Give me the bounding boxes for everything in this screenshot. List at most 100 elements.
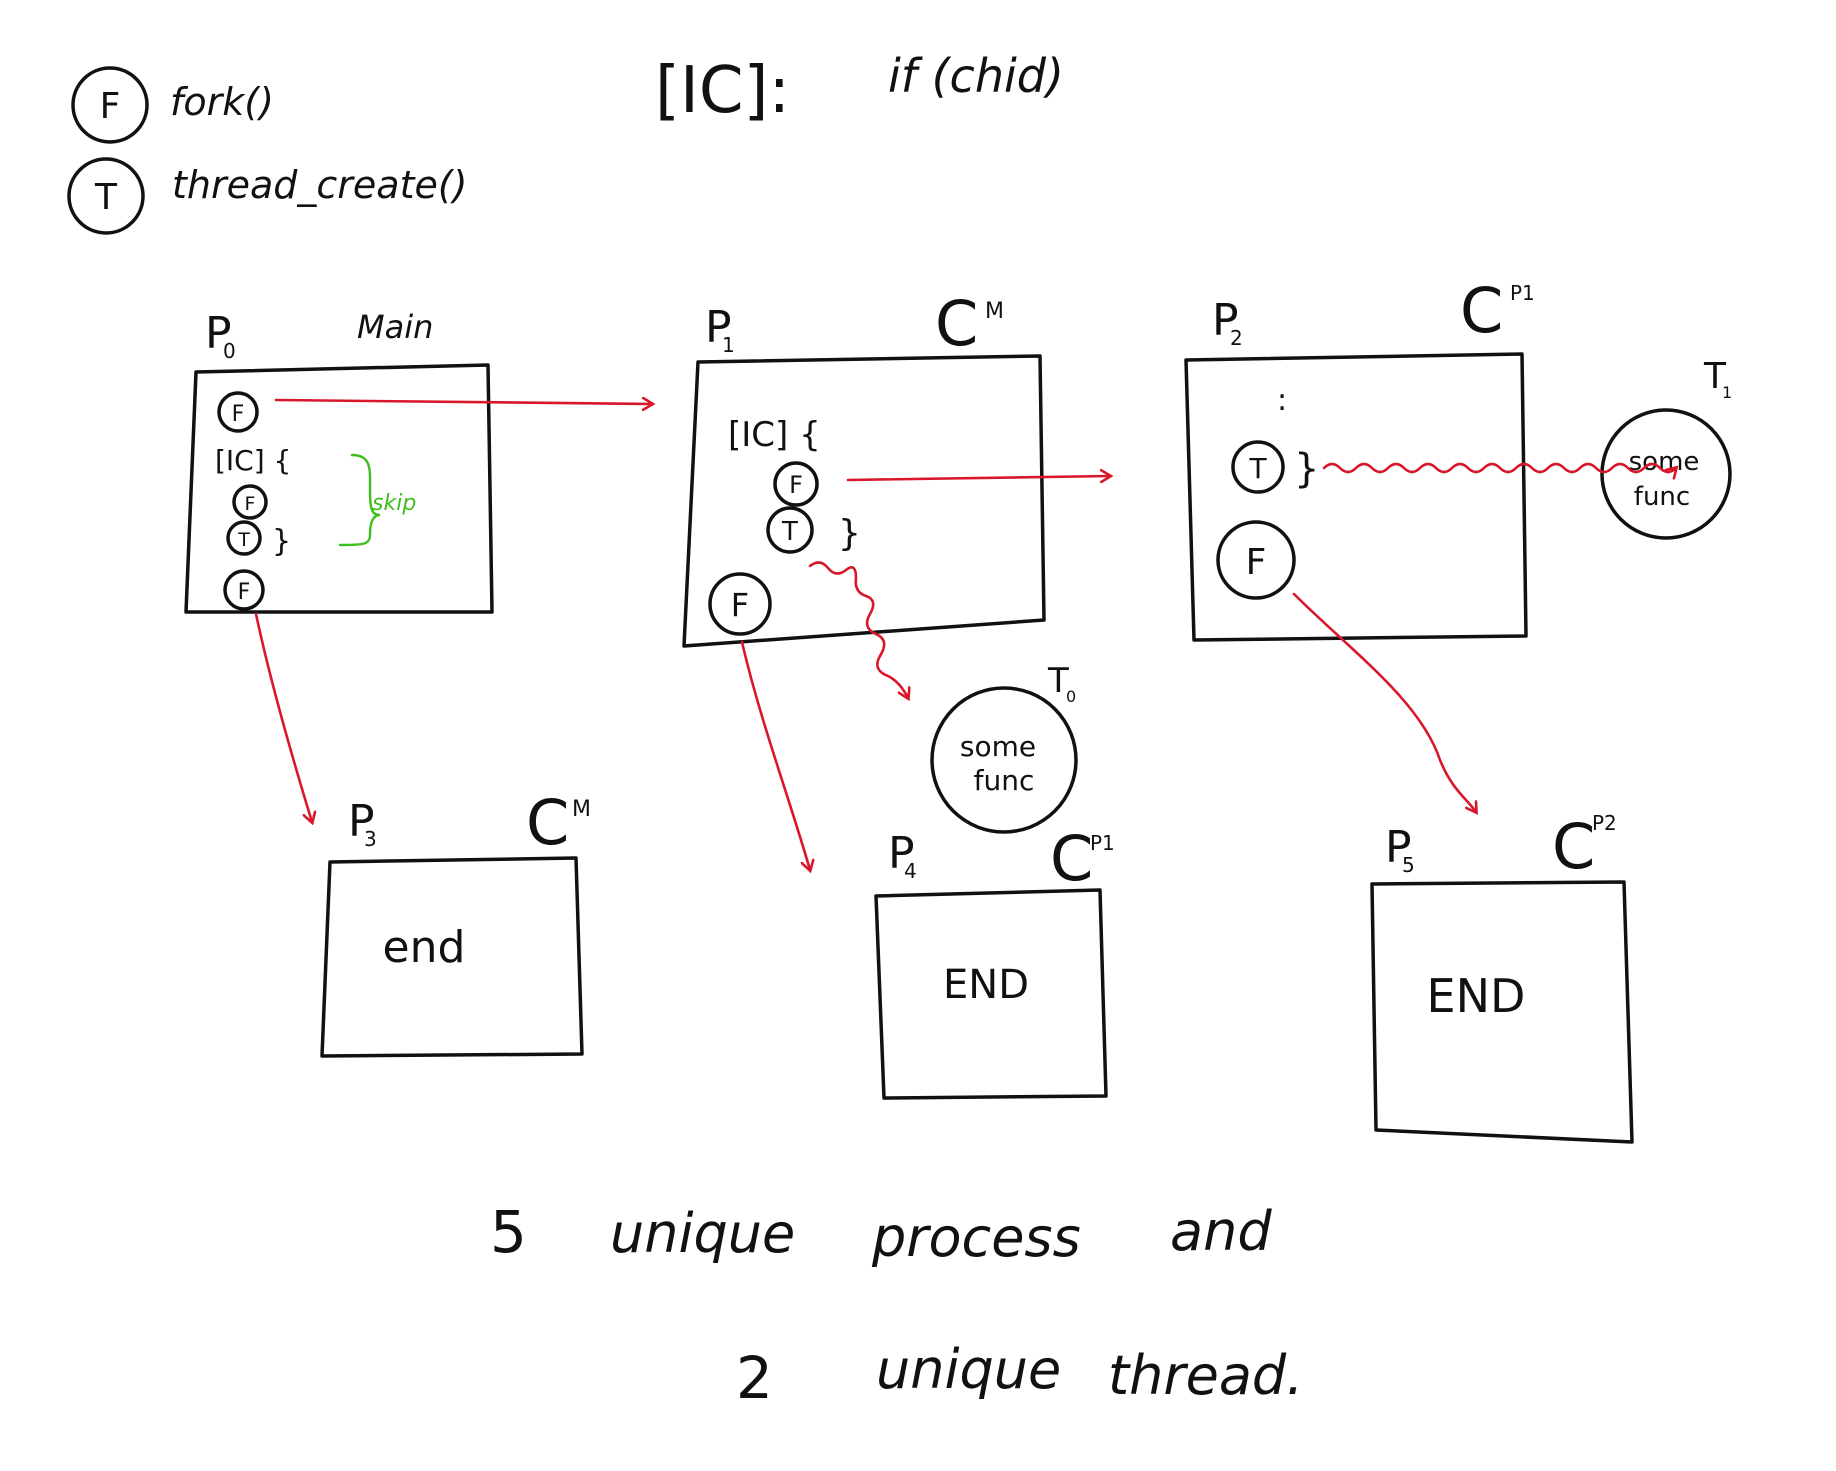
thread-t1: T 1 some func [1600, 356, 1732, 540]
process-p3: P 3 C M end [320, 786, 591, 1058]
fork-symbol: F [238, 580, 251, 605]
thread-icon [226, 520, 262, 556]
fork-symbol: F [789, 471, 803, 499]
process-box [874, 888, 1108, 1100]
thread-arrow-p1-t0 [808, 561, 908, 698]
fork-symbol: F [232, 402, 245, 427]
thread-sub: 1 [1722, 383, 1732, 402]
summary-word: and [1170, 1200, 1272, 1263]
process-sub: 0 [223, 339, 236, 363]
thread-name: T [1047, 661, 1069, 701]
fork-arrow-p1-p4 [740, 640, 810, 870]
process-role-sup: P1 [1510, 281, 1535, 305]
process-name: P [348, 796, 375, 847]
process-name: P [705, 302, 732, 353]
code-line: [IC] { [215, 444, 291, 477]
process-role: C [1552, 810, 1595, 883]
ellipsis-dots: : [1277, 383, 1287, 418]
thread-sub: 0 [1066, 687, 1076, 706]
fork-symbol: F [1246, 542, 1267, 583]
fork-arrow-p0-p1 [274, 400, 652, 404]
condition-code: if (chid) [888, 49, 1064, 103]
process-body: END [943, 962, 1029, 1008]
process-body: end [383, 922, 466, 973]
fork-arrow-p2-p5 [1292, 592, 1476, 812]
process-p5: P 5 C P2 END [1370, 810, 1634, 1144]
code-line: [IC] { [728, 415, 821, 455]
thread-arrow-p2-t1 [1322, 462, 1676, 472]
arrows [254, 400, 1676, 870]
process-role-sup: M [572, 797, 591, 822]
process-role: C [1460, 274, 1503, 347]
process-sub: 5 [1402, 853, 1415, 877]
process-p0: P 0 Main F [IC] { F T } skip F [184, 308, 494, 614]
condition-definition: [IC]: if (chid) [655, 49, 1064, 128]
thread-t0: T 0 some func [930, 661, 1078, 834]
summary-word: process [871, 1206, 1081, 1269]
summary-word: thread. [1108, 1344, 1303, 1407]
summary-count-process: 5 [490, 1198, 527, 1266]
condition-label: [IC]: [655, 54, 790, 128]
process-p2: P 2 C P1 : T } F [1184, 274, 1535, 642]
fork-symbol: F [245, 493, 256, 515]
fork-arrow-p0-p3 [254, 612, 312, 822]
thread-circle [930, 686, 1078, 834]
process-name: P [1212, 295, 1239, 346]
process-role-sup: M [985, 299, 1004, 324]
fork-icon [232, 484, 268, 520]
legend-fork: F fork() [71, 66, 274, 144]
process-role: C [935, 287, 978, 360]
thread-icon [766, 506, 814, 554]
fork-icon [217, 391, 259, 433]
summary-count-thread: 2 [736, 1344, 773, 1412]
fork-icon [773, 461, 819, 507]
process-role: C [526, 786, 569, 859]
process-name: P [1385, 822, 1412, 873]
process-box [184, 363, 494, 614]
fork-icon [708, 572, 772, 636]
summary-word: unique [610, 1202, 795, 1265]
thread-name: T [1703, 356, 1727, 397]
thread-icon [1231, 440, 1285, 494]
thread-circle [1600, 408, 1732, 540]
thread-func-line2: func [974, 764, 1035, 797]
summary-word: unique [876, 1338, 1061, 1401]
fork-symbol: F [100, 86, 121, 127]
legend: F fork() T thread_create() [67, 66, 468, 235]
thread-symbol: T [781, 517, 798, 547]
process-role: C [1050, 822, 1093, 895]
process-sub: 3 [364, 827, 377, 851]
legend-thread: T thread_create() [67, 157, 468, 235]
fork-icon [71, 66, 149, 144]
process-box [682, 354, 1046, 648]
thread-text: thread_create() [172, 163, 468, 207]
thread-icon [67, 157, 145, 235]
process-body: END [1427, 969, 1526, 1023]
process-role-sup: P2 [1592, 811, 1617, 835]
thread-symbol: T [94, 177, 118, 218]
fork-symbol: F [731, 586, 749, 624]
fork-icon [1216, 520, 1296, 600]
process-box [320, 856, 584, 1058]
thread-func-line1: some [960, 730, 1036, 763]
process-box [1370, 880, 1634, 1144]
process-sub: 4 [904, 859, 917, 883]
code-line: } [1294, 446, 1319, 492]
process-p1: P 1 C M [IC] { F T } F [682, 287, 1046, 648]
process-sub: 2 [1230, 326, 1243, 350]
process-sub: 1 [722, 333, 735, 357]
fork-text: fork() [170, 80, 274, 124]
thread-func-line2: func [1634, 482, 1690, 512]
thread-symbol: T [237, 529, 250, 551]
process-role-sup: P1 [1090, 831, 1115, 855]
process-role: Main [357, 308, 433, 346]
summary: 5 unique process and 2 unique thread. [490, 1198, 1303, 1412]
skip-brace [338, 453, 381, 547]
thread-symbol: T [1248, 452, 1267, 485]
process-name: P [205, 308, 232, 359]
fork-icon [223, 569, 265, 611]
process-name: P [888, 828, 915, 879]
process-p4: P 4 C P1 END [874, 822, 1115, 1100]
code-line: } [838, 513, 861, 554]
